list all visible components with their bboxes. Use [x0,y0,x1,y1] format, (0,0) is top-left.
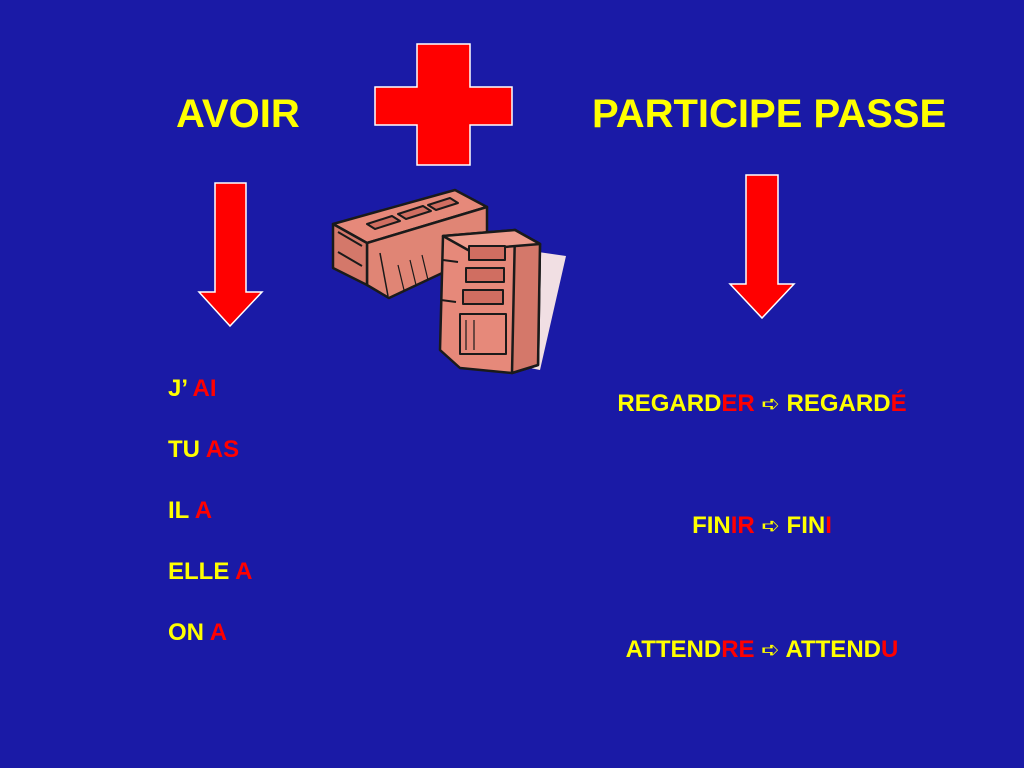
verb-ending: RE [721,636,755,663]
pronoun: ELLE [168,558,230,585]
participle-rule: ATTENDRE ➪ ATTENDU [512,638,1012,662]
participle-stem: FIN [786,512,826,539]
participle-ending: I [825,512,832,539]
conjugation-row: ELLE A [168,560,252,584]
pronoun: TU [168,436,200,463]
verb-form: A [209,619,228,646]
plus-cross-icon [374,43,513,166]
right-arrow-icon: ➪ [761,514,780,539]
verb-stem: REGARD [617,390,722,417]
pronoun: ON [168,619,204,646]
conjugation-row: IL A [168,499,212,523]
heading-participe-passe: PARTICIPE PASSE [592,92,947,136]
conjugation-row: J’ AI [168,377,216,401]
verb-form: AI [192,375,217,402]
participle-stem: REGARD [786,390,891,417]
participle-ending: É [890,390,907,417]
heading-avoir: AVOIR [176,92,300,136]
participle-ending: U [880,636,899,663]
conjugation-row: ON A [168,621,227,645]
participle-stem: ATTEND [785,636,881,663]
verb-ending: IR [730,512,755,539]
verb-form: AS [205,436,240,463]
down-arrow-icon [197,182,264,328]
pronoun: IL [168,497,189,524]
right-arrow-icon: ➪ [761,638,780,663]
verb-ending: ER [721,390,755,417]
bricks-clipart [331,188,566,375]
participle-rule: FINIR ➪ FINI [512,514,1012,538]
verb-stem: ATTEND [625,636,722,663]
verb-stem: FIN [692,512,731,539]
participle-rule: REGARDER ➪ REGARDÉ [512,392,1012,416]
pronoun: J’ [168,375,187,402]
right-arrow-icon: ➪ [761,392,780,417]
verb-form: A [194,497,213,524]
conjugation-row: TU AS [168,438,239,462]
down-arrow-icon [728,174,796,320]
verb-form: A [235,558,253,585]
